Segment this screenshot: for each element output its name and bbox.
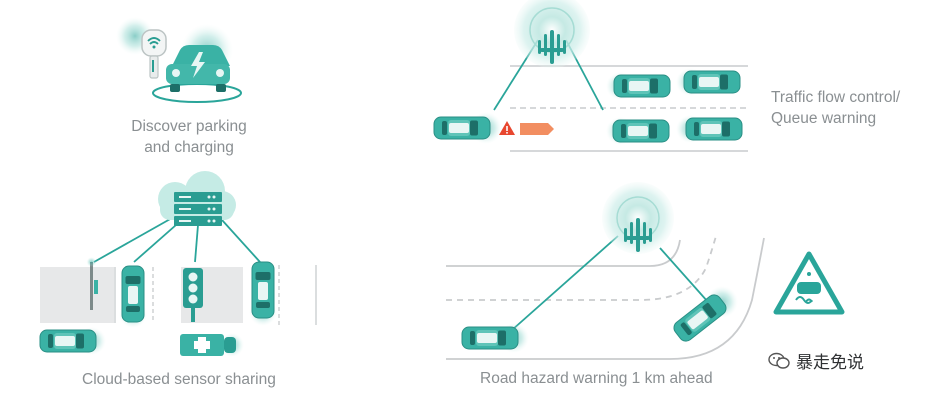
car-parked-1 — [119, 265, 147, 328]
hazard-antenna-tower-icon — [602, 182, 674, 254]
watermark: 暴走免说 — [768, 348, 864, 373]
parking-charging-illustration — [116, 17, 242, 103]
car-parked-2 — [249, 261, 277, 326]
cloud-links — [93, 217, 261, 263]
caption-traffic-line2: Queue warning — [771, 110, 877, 127]
queue-car-3 — [606, 117, 670, 145]
wechat-bubble-icon — [768, 352, 790, 369]
approaching-car — [433, 112, 502, 144]
slippery-road-sign-icon — [773, 251, 845, 315]
caption-sensor-sharing: Cloud-based sensor sharing — [82, 371, 276, 388]
traffic-light-icon — [183, 268, 203, 322]
ambulance-icon — [180, 333, 244, 357]
parking-meter-icon — [116, 17, 167, 79]
hazard-car-approaching — [461, 323, 529, 353]
charging-pad-ring — [152, 83, 242, 103]
charging-car-icon — [166, 24, 233, 92]
watermark-text: 暴走免说 — [796, 353, 864, 373]
caption-road-hazard: Road hazard warning 1 km ahead — [480, 370, 713, 387]
caption-parking-line1: Discover parking — [131, 118, 247, 135]
antenna-tower-icon — [514, 0, 590, 68]
caption-traffic-flow: Traffic flow control/ Queue warning — [771, 87, 900, 129]
sensor-pole-icon — [86, 257, 98, 310]
caption-traffic-line1: Traffic flow control/ — [771, 89, 901, 106]
caption-parking-line2: and charging — [144, 139, 234, 156]
parking-lot-left — [40, 267, 114, 323]
cloud-server-icon — [158, 171, 236, 226]
queue-car-2 — [676, 68, 741, 96]
queue-car-4 — [676, 115, 743, 143]
sensor-sharing-illustration — [39, 171, 317, 357]
car-driving-left — [39, 327, 106, 355]
queue-car-1 — [606, 72, 671, 100]
caption-parking: Discover parking and charging — [110, 116, 268, 158]
traffic-flow-illustration — [433, 0, 748, 152]
road-hazard-illustration — [446, 182, 845, 360]
warning-triangle-icon — [499, 121, 554, 135]
hazard-car-skidding — [670, 286, 738, 345]
